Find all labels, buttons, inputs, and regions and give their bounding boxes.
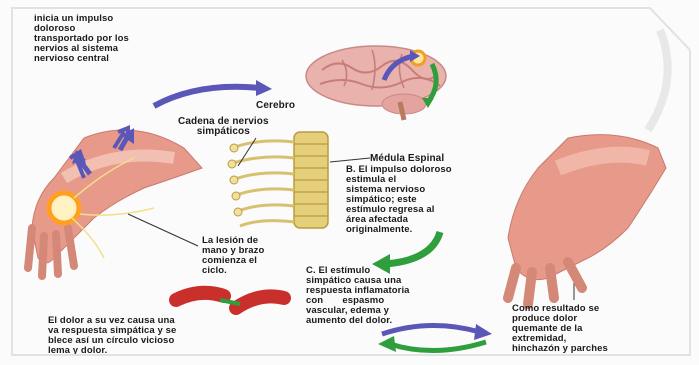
sympathetic-chain-label: Cadena de nervios simpáticos <box>178 117 269 137</box>
step-c-caption: C. El estímulo simpático causa una respu… <box>306 266 410 326</box>
bottom-right-caption: Como resultado se produce dolor quemante… <box>512 304 608 354</box>
right-arm-illustration <box>498 128 678 308</box>
spinal-cord-label: Médula Espinal <box>370 154 444 164</box>
blood-vessel-illustration <box>170 280 290 320</box>
brain-label: Cerebro <box>256 101 295 111</box>
bottom-left-caption: El dolor a su vez causa una va respuesta… <box>48 316 176 356</box>
edge-arrows <box>640 20 698 140</box>
step-b-caption: B. El impulso doloroso estimula el siste… <box>346 165 452 235</box>
injury-caption: La lesión de mano y brazo comienza el ci… <box>202 236 264 276</box>
top-left-caption: inicia un impulso doloroso transportado … <box>34 14 129 64</box>
